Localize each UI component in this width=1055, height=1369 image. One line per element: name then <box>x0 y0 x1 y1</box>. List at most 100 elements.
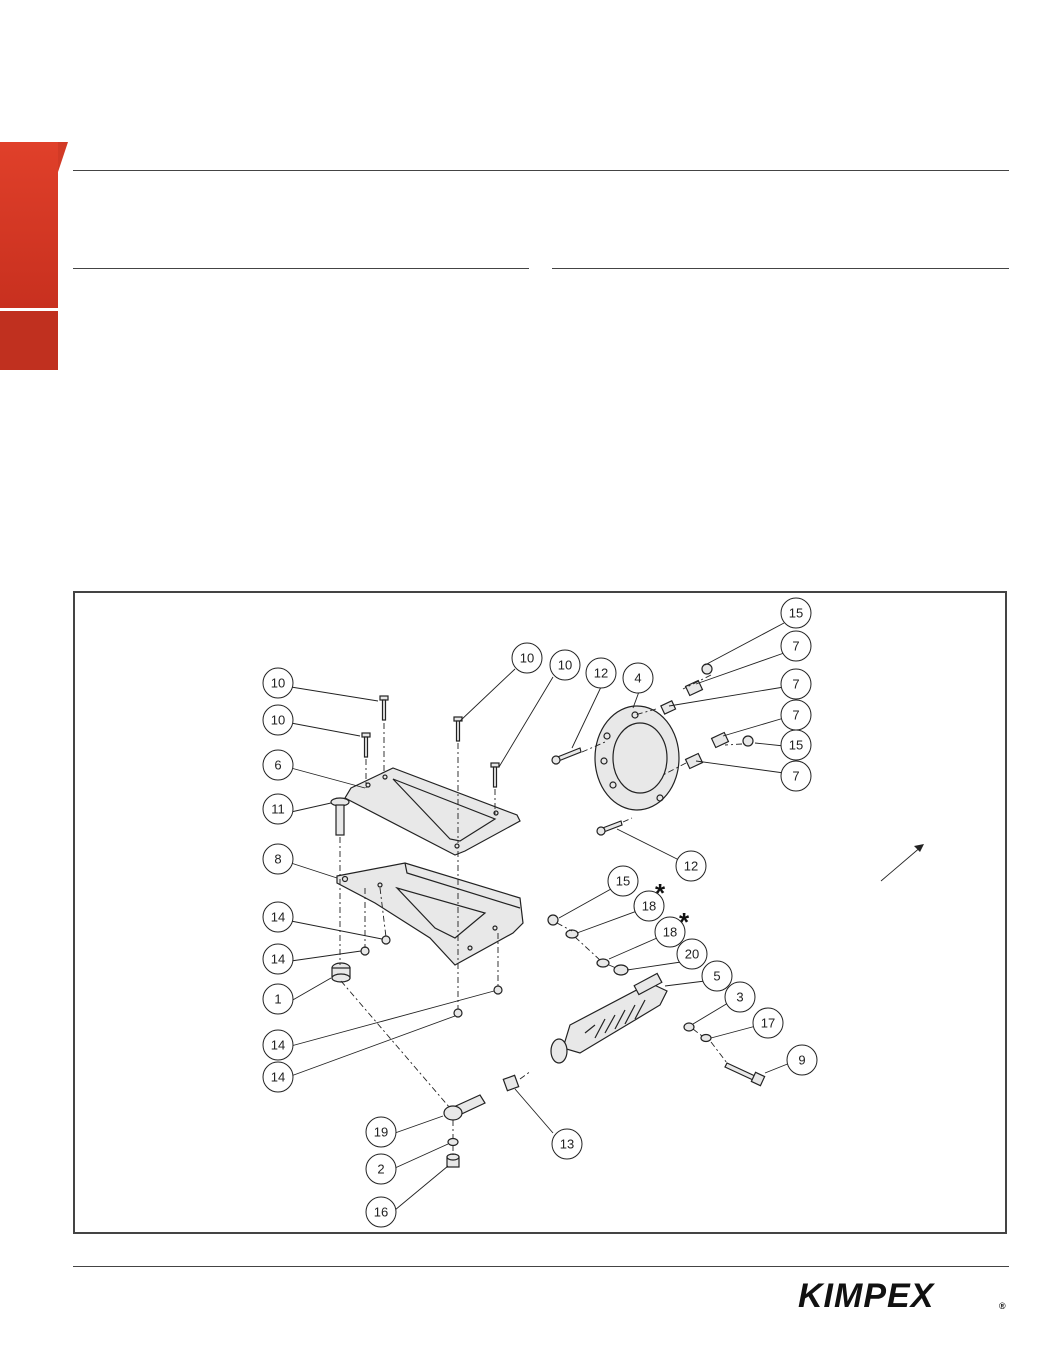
callout-19: 19 <box>365 1116 397 1148</box>
kimpex-logo: KIMPEX ® <box>798 1277 1007 1312</box>
leader-lines <box>290 622 791 1211</box>
fitting-part-7 <box>660 679 730 770</box>
column-rule-left <box>73 268 529 269</box>
svg-text:7: 7 <box>792 708 799 723</box>
washer-part-2 <box>447 1137 459 1147</box>
logo-wordmark: KIMPEX <box>798 1277 936 1312</box>
spacer-part-20 <box>613 964 629 976</box>
svg-text:17: 17 <box>761 1016 775 1031</box>
column-rule-right <box>552 268 1009 269</box>
section-tab-notch <box>58 142 68 172</box>
svg-text:15: 15 <box>789 606 803 621</box>
svg-text:7: 7 <box>792 677 799 692</box>
callout-14: 14 <box>262 901 294 933</box>
callout-12: 12 <box>585 657 617 689</box>
svg-text:15: 15 <box>789 738 803 753</box>
callout-12: 12 <box>675 850 707 882</box>
direction-arrow-icon <box>880 844 924 882</box>
hub-part-4 <box>594 705 680 811</box>
svg-text:14: 14 <box>271 952 285 967</box>
callout-16: 16 <box>365 1196 397 1228</box>
svg-text:14: 14 <box>271 1070 285 1085</box>
callout-4: 4 <box>622 662 654 694</box>
svg-text:15: 15 <box>616 874 630 889</box>
svg-text:8: 8 <box>274 852 281 867</box>
callout-9: 9 <box>786 1044 818 1076</box>
callout-15: 15 <box>607 865 639 897</box>
bolt-part-11 <box>330 797 350 836</box>
svg-text:4: 4 <box>634 671 641 686</box>
callout-2: 2 <box>365 1153 397 1185</box>
asterisk-mark-1: * <box>655 878 666 908</box>
spring-assembly-part-5 <box>550 972 668 1064</box>
callout-13: 13 <box>551 1128 583 1160</box>
svg-text:7: 7 <box>792 769 799 784</box>
nut-part-15 <box>547 663 754 926</box>
callout-10: 10 <box>511 642 543 674</box>
logo-registered-mark: ® <box>999 1301 1007 1311</box>
diagram-drawing: * * 15 7 7 7 15 7 10 10 12 4 10 10 6 11 … <box>262 597 924 1228</box>
screw-part-12 <box>551 747 623 836</box>
svg-text:18: 18 <box>642 899 656 914</box>
callout-14: 14 <box>262 943 294 975</box>
asterisk-mark-2: * <box>679 907 690 937</box>
callout-15: 15 <box>780 729 812 761</box>
lower-bracket-part-8 <box>336 862 524 966</box>
callout-10: 10 <box>549 649 581 681</box>
callout-14: 14 <box>262 1061 294 1093</box>
svg-text:14: 14 <box>271 1038 285 1053</box>
svg-text:1: 1 <box>274 992 281 1007</box>
svg-text:3: 3 <box>736 990 743 1005</box>
callout-5: 5 <box>701 960 733 992</box>
svg-text:20: 20 <box>685 947 699 962</box>
callout-18: 18 <box>654 916 686 948</box>
callout-11: 11 <box>262 793 294 825</box>
callout-8: 8 <box>262 843 294 875</box>
footer-rule <box>73 1266 1009 1267</box>
bolt-part-9 <box>724 1062 766 1087</box>
callout-7: 7 <box>780 699 812 731</box>
callout-6: 6 <box>262 749 294 781</box>
cap-part-1 <box>331 962 351 983</box>
svg-text:6: 6 <box>274 758 281 773</box>
callout-1: 1 <box>262 983 294 1015</box>
svg-text:18: 18 <box>663 925 677 940</box>
svg-text:12: 12 <box>594 666 608 681</box>
section-tab-lower <box>0 311 58 370</box>
exploded-parts-diagram: * * 15 7 7 7 15 7 10 10 12 4 10 10 6 11 … <box>73 591 1007 1234</box>
callout-17: 17 <box>752 1007 784 1039</box>
svg-text:9: 9 <box>798 1053 805 1068</box>
callout-7: 7 <box>780 630 812 662</box>
header-rule <box>73 170 1009 171</box>
svg-text:5: 5 <box>713 969 720 984</box>
svg-text:10: 10 <box>271 713 285 728</box>
callout-7: 7 <box>780 668 812 700</box>
callout-18: 18 <box>633 890 665 922</box>
rod-end-part-19 <box>443 1094 486 1121</box>
svg-text:10: 10 <box>520 651 534 666</box>
callout-20: 20 <box>676 938 708 970</box>
svg-text:19: 19 <box>374 1125 388 1140</box>
callout-3: 3 <box>724 981 756 1013</box>
svg-text:16: 16 <box>374 1205 388 1220</box>
svg-text:10: 10 <box>558 658 572 673</box>
svg-text:12: 12 <box>684 859 698 874</box>
assembly-center-lines <box>339 674 743 1155</box>
callout-7: 7 <box>780 760 812 792</box>
svg-text:7: 7 <box>792 639 799 654</box>
upper-plate-part-6 <box>344 767 521 856</box>
svg-text:14: 14 <box>271 910 285 925</box>
callout-10: 10 <box>262 704 294 736</box>
washer-part-18 <box>565 929 610 968</box>
bolt-part-10 <box>361 695 500 788</box>
callout-14: 14 <box>262 1029 294 1061</box>
nut-part-3 <box>683 1022 695 1032</box>
svg-text:11: 11 <box>271 802 285 817</box>
callout-10: 10 <box>262 667 294 699</box>
nut-part-13 <box>502 1074 520 1092</box>
nut-part-16 <box>446 1153 460 1168</box>
section-tab <box>0 142 58 308</box>
callout-15: 15 <box>780 597 812 629</box>
washer-part-17 <box>700 1033 712 1043</box>
svg-text:13: 13 <box>560 1137 574 1152</box>
